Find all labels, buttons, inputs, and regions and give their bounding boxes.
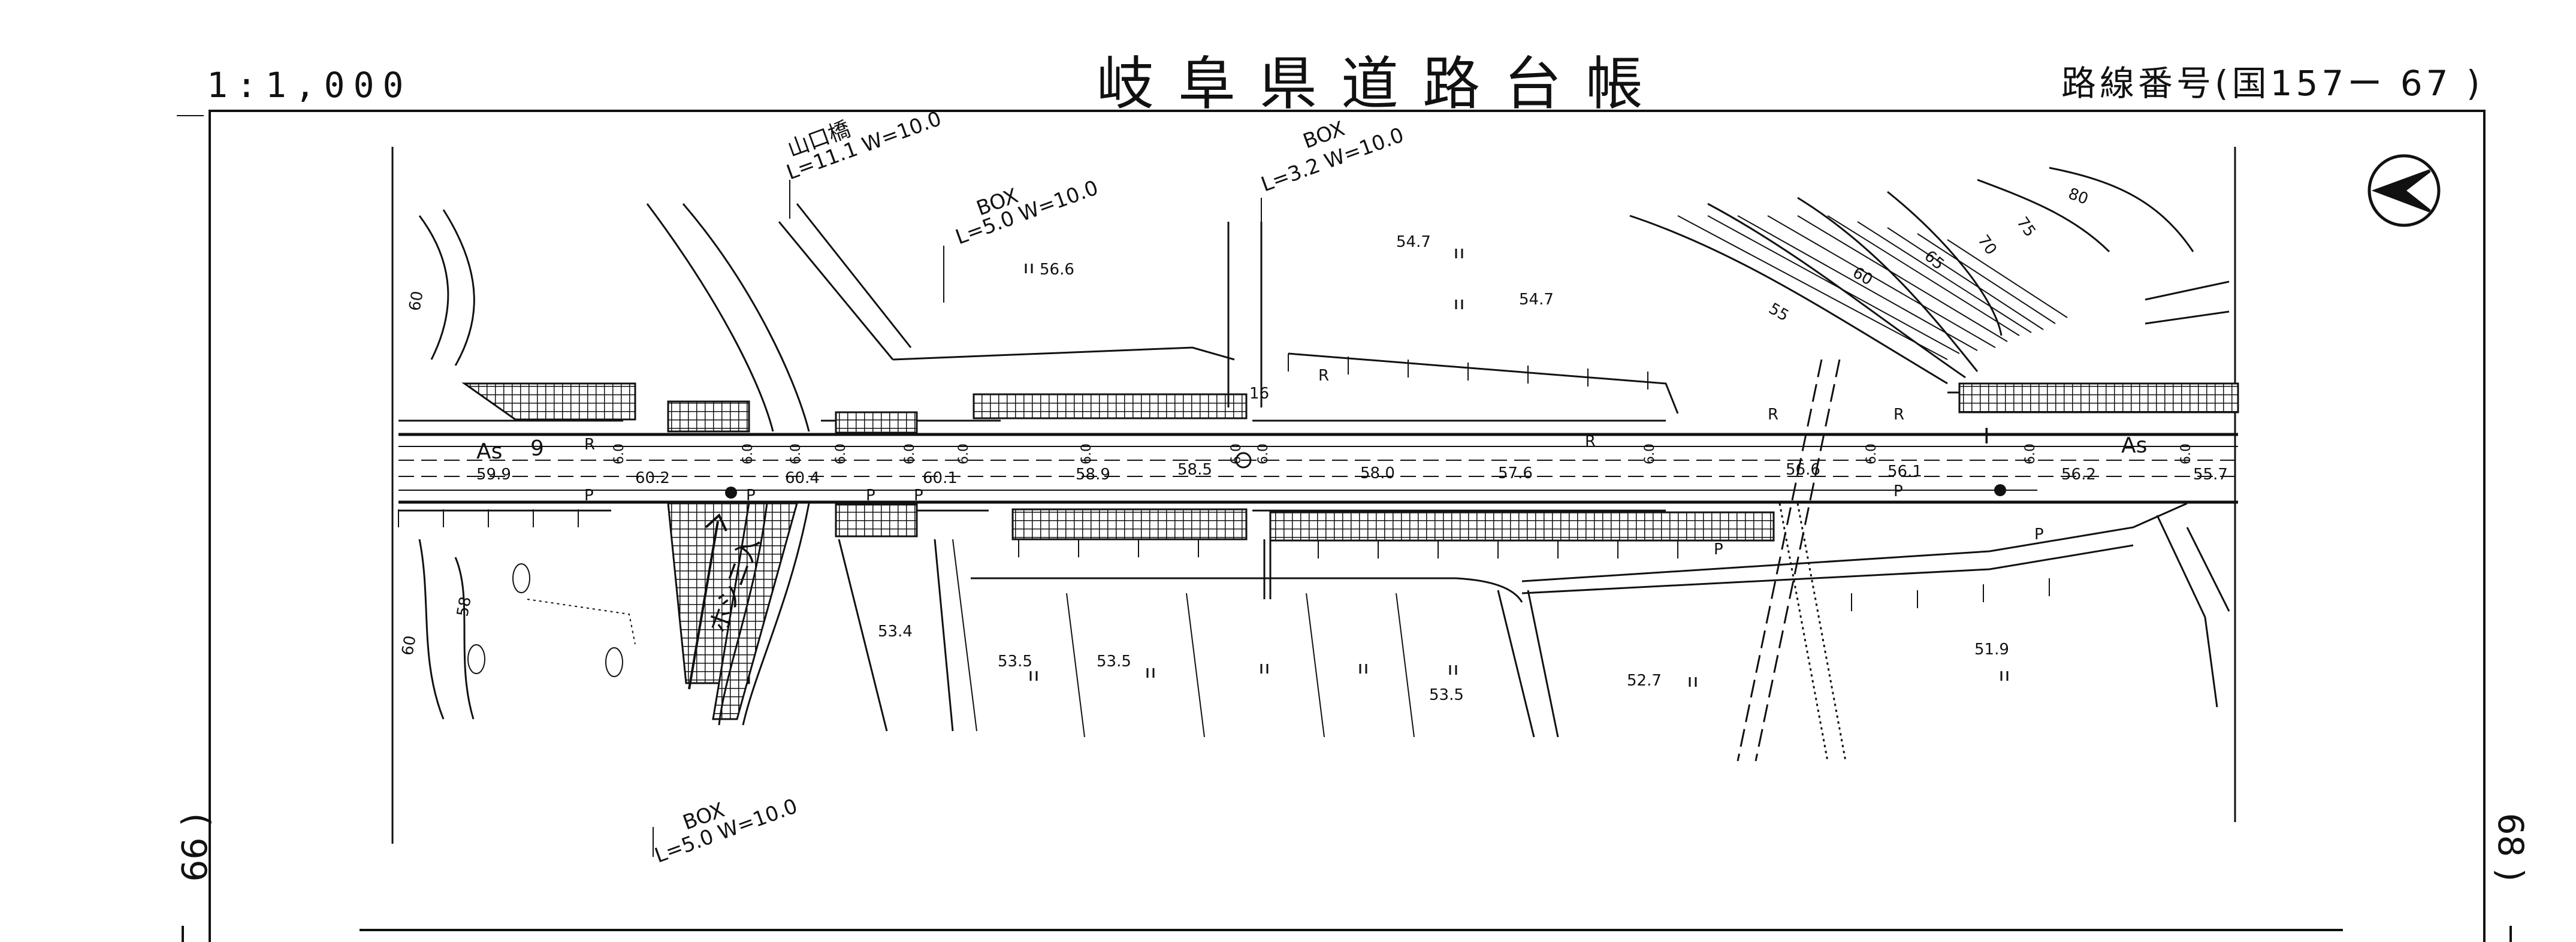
- elevation-label: 55.7: [2193, 466, 2228, 484]
- elevation-label: 53.4: [878, 623, 913, 641]
- code-label: P: [1714, 541, 1723, 558]
- contour-value: 75: [2013, 214, 2039, 240]
- contour-value: 60: [406, 289, 427, 312]
- facility-codes: R R R R R P P P P P P P 16: [584, 367, 2044, 558]
- code-label: P: [1894, 482, 1903, 500]
- width-label: 6.0: [1642, 443, 1657, 464]
- width-dimensions: 6.0 6.0 6.0 6.0 6.0 6.0 6.0 6.0 6.0 6.0 …: [612, 443, 2194, 464]
- contour-value: 70: [1974, 232, 2000, 258]
- elevation-label: 53.5: [1097, 653, 1131, 671]
- contour-value: 80: [2066, 185, 2091, 209]
- map-frame: [209, 110, 2486, 942]
- elevation-label: 52.7: [1627, 672, 1662, 690]
- elevation-label: 58.5: [1177, 461, 1212, 479]
- surface-label-left: As: [476, 439, 502, 464]
- width-label: 6.0: [1079, 443, 1094, 464]
- elevation-label: 60.2: [635, 469, 670, 487]
- width-label: 6.0: [902, 443, 917, 464]
- slope-hatching: [398, 215, 2068, 611]
- survey-boundary: [391, 147, 2236, 844]
- elevation-label: 56.2: [2061, 466, 2096, 484]
- code-label: P: [914, 487, 923, 505]
- parking-lot: [467, 539, 1415, 738]
- width-label: 6.0: [833, 443, 848, 464]
- contour-value: 55: [1766, 300, 1792, 325]
- code-label: R: [1585, 433, 1596, 451]
- route-number: 路線番号(国157ー 67 ): [2061, 63, 2484, 104]
- contour-value: 58: [454, 595, 475, 618]
- code-label: R: [584, 436, 595, 454]
- structure-leaders: [653, 180, 1262, 857]
- width-label: 6.0: [2023, 443, 2038, 464]
- code-label: 16: [1249, 385, 1269, 403]
- elevation-label: 59.9: [476, 466, 511, 484]
- code-label: P: [866, 487, 875, 505]
- elevation-label: 58.0: [1360, 464, 1395, 482]
- width-label: 6.0: [1864, 443, 1879, 464]
- code-label: R: [1894, 406, 1904, 424]
- width-label: 6.0: [612, 443, 627, 464]
- sidewalk-blocks: [461, 382, 2239, 720]
- width-label: 6.0: [789, 443, 804, 464]
- contour-lines: [418, 167, 2194, 720]
- elevation-label: 53.5: [1429, 686, 1464, 704]
- elevation-label: 56.6: [1040, 261, 1074, 279]
- elevation-label: 56.1: [1888, 463, 1922, 481]
- field-marks: [1025, 249, 2009, 687]
- code-label: R: [1768, 406, 1778, 424]
- box-culvert-3-dims: L=5.0 W=10.0: [651, 794, 801, 868]
- width-label: 6.0: [2179, 443, 2194, 464]
- elevation-label: 56.6: [1786, 461, 1820, 479]
- width-label: 6.0: [956, 443, 971, 464]
- width-label: 6.0: [1256, 443, 1271, 464]
- elevation-label: 53.5: [998, 653, 1032, 671]
- side-roads: [646, 203, 2230, 762]
- lane-number: 9: [530, 436, 544, 461]
- markers: [725, 452, 2006, 499]
- surface-label-right: As: [2121, 433, 2147, 458]
- north-arrow-icon: [2367, 154, 2441, 227]
- page-title: 岐阜県道路台帳: [1097, 50, 1667, 117]
- code-label: R: [1318, 367, 1329, 385]
- elevation-label: 54.7: [1396, 233, 1431, 251]
- elevation-points: 59.9 60.2 60.4 60.1 58.9 58.5 58.0 57.6 …: [476, 233, 2228, 704]
- elevation-label: 54.7: [1519, 291, 1554, 309]
- box-culvert-1-dims: L=5.0 W=10.0: [952, 176, 1101, 249]
- code-label: P: [746, 487, 756, 505]
- elevation-label: 60.4: [785, 469, 820, 487]
- elevation-label: 60.1: [923, 469, 958, 487]
- station-mark: I: [1983, 424, 1990, 449]
- elevation-label: 58.9: [1076, 466, 1110, 484]
- elevation-label: 51.9: [1974, 641, 2009, 659]
- contour-value: 60: [1850, 264, 1876, 289]
- width-label: 6.0: [741, 443, 756, 464]
- contour-value: 60: [398, 634, 419, 657]
- code-label: P: [2034, 526, 2044, 544]
- elevation-label: 57.6: [1498, 464, 1533, 482]
- ramp-arrow: [688, 513, 727, 690]
- code-label: P: [584, 487, 594, 505]
- map-scale: 1:1,000: [207, 65, 412, 105]
